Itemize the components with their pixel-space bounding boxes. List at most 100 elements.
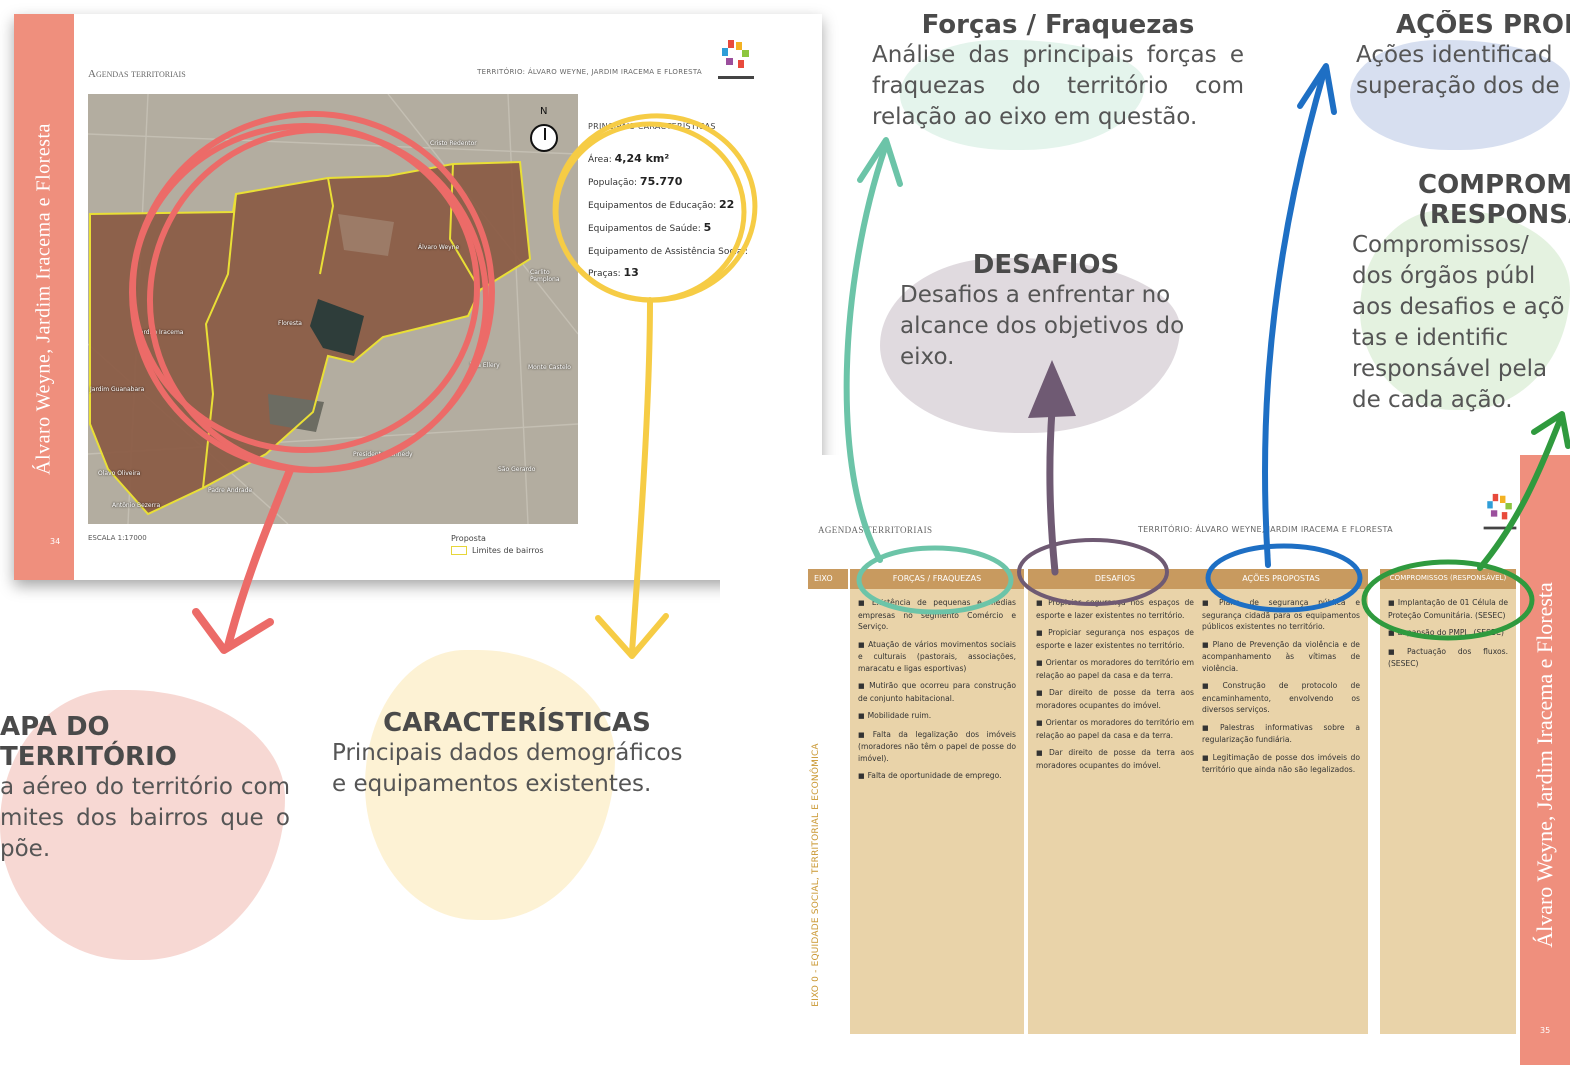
list-item: Existência de pequenas e médias empresas… xyxy=(858,597,1016,633)
mapa-text: a aéreo do território com mites dos bair… xyxy=(0,774,290,862)
yellow-arrow xyxy=(629,297,653,655)
blue-arrowhead-icon xyxy=(1297,63,1337,115)
list-item: Palestras informativas sobre a regulariz… xyxy=(1202,722,1360,746)
red-arrow xyxy=(224,466,294,650)
column-header: AÇÕES PROPOSTAS xyxy=(1194,569,1368,589)
green-arrow xyxy=(1477,417,1563,571)
map-legend: Limites de bairros xyxy=(451,546,544,555)
characteristic-row: Equipamentos de Saúde: 5 xyxy=(588,221,778,235)
column-acoes-propostas: AÇÕES PROPOSTAS Plano de segurança públi… xyxy=(1194,569,1368,1034)
list-item: Dar direito de posse da terra aos morado… xyxy=(1036,687,1194,711)
characteristic-label: Área: xyxy=(588,155,615,165)
list-item: Mutirão que ocorreu para construção de c… xyxy=(858,680,1016,704)
north-arrow-icon xyxy=(530,124,558,152)
map-label: Vila Ellery xyxy=(470,362,500,369)
desafios-blob xyxy=(880,258,1180,433)
right-page-number: 35 xyxy=(1540,1026,1551,1035)
characteristic-row: Equipamentos de Educação: 22 xyxy=(588,198,778,212)
column-header: COMPROMISSOS (RESPONSÁVEL) xyxy=(1380,569,1516,589)
compromissos-text: Compromissos/ dos órgãos públ aos desafi… xyxy=(1352,232,1565,413)
forcas-title: Forças / Fraquezas xyxy=(921,10,1195,40)
teal-circle xyxy=(856,545,1014,615)
characteristic-value: 13 xyxy=(623,266,639,280)
green-circle xyxy=(1361,559,1535,641)
north-label: N xyxy=(540,106,548,117)
right-page-strip: Álvaro Weyne, Jardim Iracema e Floresta … xyxy=(1520,455,1570,1065)
map-label: Antônio Bezerra xyxy=(112,502,161,509)
left-page: Álvaro Weyne, Jardim Iracema e Floresta … xyxy=(14,14,822,580)
acoes-text: Ações identificad superação dos de xyxy=(1356,42,1560,99)
compromissos-blob xyxy=(1360,210,1570,410)
list-item: Mobilidade ruim. xyxy=(858,710,1016,723)
list-item: Legitimação de posse dos imóveis do terr… xyxy=(1202,752,1360,776)
list-item: Pactuação dos fluxos. (SESEC) xyxy=(1388,646,1508,670)
map-label: Álvaro Weyne xyxy=(418,244,460,251)
desafios-annotation: DESAFIOS Desafios a enfrentar no alcance… xyxy=(900,250,1192,373)
acoes-blob xyxy=(1350,40,1570,150)
map-label: Jardim Iracema xyxy=(138,329,184,336)
purple-arrowhead-icon xyxy=(1028,360,1076,418)
forcas-blob xyxy=(900,40,1145,150)
list-item: Falta da legalização dos imóveis (morado… xyxy=(858,729,1016,765)
column-forcas-fraquezas: FORÇAS / FRAQUEZAS Existência de pequena… xyxy=(850,569,1024,1034)
legend-title: Proposta xyxy=(451,534,486,543)
blue-circle xyxy=(1205,543,1363,613)
acoes-annotation: AÇÕES PROPO Ações identificad superação … xyxy=(1356,10,1570,102)
caracteristicas-text: Principais dados demográficos e equipame… xyxy=(332,740,683,797)
map-label: Jardim Guanabara xyxy=(90,386,145,393)
right-page-header: Agendas territoriais xyxy=(818,525,933,535)
desafios-text: Desafios a enfrentar no alcance dos obje… xyxy=(900,282,1185,370)
left-territory-label: Território: Álvaro Weyne, Jardim Iracema… xyxy=(477,68,702,76)
yellow-circle xyxy=(552,113,758,303)
characteristic-label: Equipamentos de Educação: xyxy=(588,200,719,211)
teal-arrow xyxy=(843,145,888,563)
list-item: Propiciar segurança nos espaços de espor… xyxy=(1036,627,1194,651)
map-scale: ESCALA 1:17000 xyxy=(88,534,147,542)
caracteristicas-annotation: CARACTERÍSTICAS Principais dados demográ… xyxy=(332,708,702,800)
compromissos-subtitle: (RESPONSÁ xyxy=(1418,200,1570,230)
left-page-header: Agendas territoriais xyxy=(88,68,186,80)
neighbourhood-area xyxy=(90,162,530,514)
characteristic-label: Equipamentos de Saúde: xyxy=(588,223,704,234)
column-compromissos: COMPROMISSOS (RESPONSÁVEL) Implantação d… xyxy=(1380,569,1516,1034)
mapa-blob xyxy=(0,690,285,960)
list-item: Orientar os moradores do território em r… xyxy=(1036,657,1194,681)
purple-circle xyxy=(1017,538,1169,606)
characteristic-row: População: 75.770 xyxy=(588,175,778,189)
characteristic-row: Praças: 13 xyxy=(588,267,778,280)
list-item: Atuação de vários movimentos sociais e c… xyxy=(858,639,1016,675)
map-label: Carlito Pamplona xyxy=(530,269,560,283)
desafios-title: DESAFIOS xyxy=(972,250,1120,280)
map-label: Padre Andrade xyxy=(208,487,253,494)
yellow-arrowhead-icon xyxy=(595,613,669,659)
characteristic-row: Área: 4,24 km² xyxy=(588,152,778,166)
characteristic-row: Equipamento de Assistência Social: xyxy=(588,245,778,258)
eixo-header: EIXO xyxy=(808,569,848,589)
map-label: São Gerardo xyxy=(498,466,536,473)
red-arrowhead-icon xyxy=(192,608,274,654)
compromissos-title: COMPROMI xyxy=(1418,170,1570,200)
map-label: Monte Castelo xyxy=(528,364,571,371)
red-circle xyxy=(129,110,495,474)
map-label: Floresta xyxy=(278,320,302,327)
left-page-number: 34 xyxy=(50,537,61,546)
characteristic-label: Equipamento de Assistência Social: xyxy=(588,246,748,257)
map-label: Olavo Oliveira xyxy=(98,470,141,477)
list-item: Implantação de 01 Célula de Proteção Com… xyxy=(1388,597,1508,621)
territory-map: Cristo Redentor Álvaro Weyne Carlito Pam… xyxy=(88,94,578,524)
forcas-text: Análise das principais forças e fraqueza… xyxy=(872,42,1244,130)
list-item: Expansão do PMPL. (SESEC) xyxy=(1388,627,1508,640)
list-item: Falta de oportunidade de emprego. xyxy=(858,770,1016,783)
list-item: Plano de Prevenção da violência e de aco… xyxy=(1202,639,1360,675)
column-header: FORÇAS / FRAQUEZAS xyxy=(850,569,1024,589)
list-item: Construção de protocolo de encaminhament… xyxy=(1202,680,1360,716)
green-arrowhead-icon xyxy=(1531,411,1570,449)
mapa-title: APA DO TERRITÓRIO xyxy=(0,712,177,772)
characteristic-label: População: xyxy=(588,177,640,188)
forcas-annotation: Forças / Fraquezas Análise das principai… xyxy=(872,10,1244,133)
characteristic-label: Praças: xyxy=(588,269,624,280)
right-page: Agendas territoriais Território: Álvaro … xyxy=(720,455,1570,1065)
mapa-annotation: APA DO TERRITÓRIO a aéreo do território … xyxy=(0,712,290,865)
teal-arrowhead-icon xyxy=(857,137,903,187)
